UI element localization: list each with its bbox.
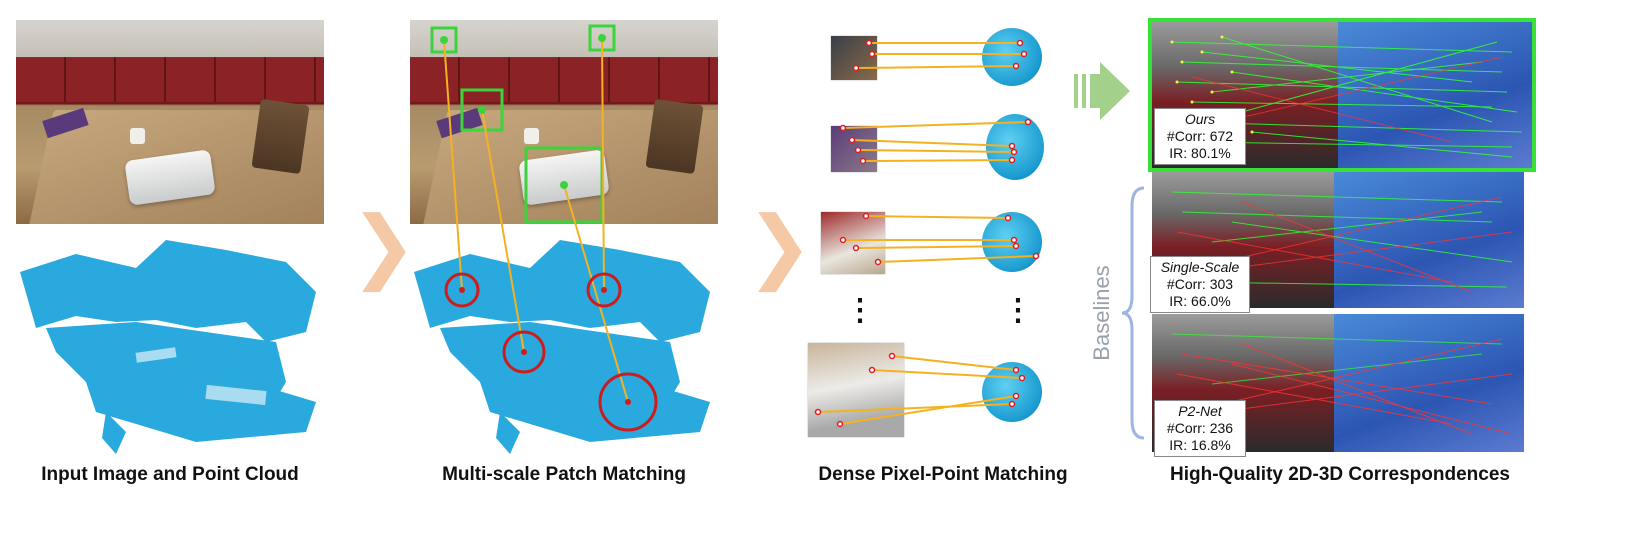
corr-count: #Corr: 236: [1166, 420, 1234, 436]
caption-result: High-Quality 2D-3D Correspondences: [1170, 464, 1510, 485]
arrow-right-icon: [1074, 62, 1130, 120]
caption-input: Input Image and Point Cloud: [41, 464, 299, 485]
method-name: Single-Scale: [1160, 259, 1240, 275]
patch-box-large: [524, 146, 604, 224]
image-patch-3: [821, 212, 885, 274]
cloud-circle-4: [598, 372, 658, 432]
cloud-circle-2: [586, 272, 622, 308]
cloud-patch-1: [982, 28, 1042, 86]
input-point-cloud: [20, 240, 316, 454]
chevron-right-icon: ❯: [746, 199, 814, 292]
result-label-single-scale: Single-Scale #Corr: 303 IR: 66.0%: [1150, 256, 1250, 313]
method-name: Ours: [1184, 111, 1216, 127]
method-name: P2-Net: [1178, 403, 1222, 419]
caption-dense: Dense Pixel-Point Matching: [818, 464, 1068, 485]
corr-count: #Corr: 303: [1166, 276, 1234, 292]
baselines-label: Baselines: [1089, 265, 1114, 361]
inlier-ratio: IR: 16.8%: [1169, 437, 1231, 453]
cloud-circle-1: [444, 272, 480, 308]
inlier-ratio: IR: 66.0%: [1169, 293, 1231, 309]
cloud-patch-4: [982, 362, 1042, 422]
baselines-brace: [1121, 186, 1145, 440]
result-label-ours: Ours #Corr: 672 IR: 80.1%: [1154, 108, 1246, 165]
input-image: [16, 20, 324, 224]
image-patch-2: [831, 126, 877, 172]
inlier-ratio: IR: 80.1%: [1169, 145, 1231, 161]
chevron-right-icon: ❯: [350, 199, 418, 292]
result-label-p2net: P2-Net #Corr: 236 IR: 16.8%: [1154, 400, 1246, 457]
patch-box-medium: [460, 88, 504, 132]
caption-multiscale: Multi-scale Patch Matching: [442, 464, 686, 485]
corr-count: #Corr: 672: [1166, 128, 1234, 144]
cloud-circle-3: [502, 330, 546, 374]
